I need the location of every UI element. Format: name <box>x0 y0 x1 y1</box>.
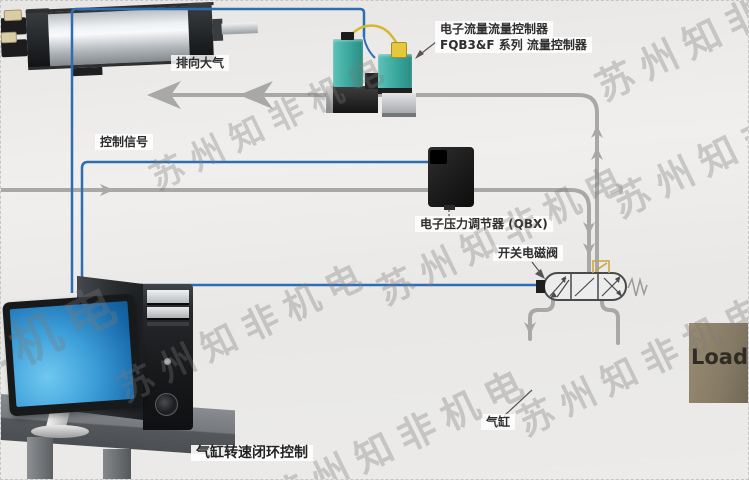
up-arrow-icon <box>591 125 603 138</box>
optical-drive <box>147 290 189 305</box>
down-arrow-icon <box>583 222 595 235</box>
flow-controller-valve-block <box>382 93 416 117</box>
tower-fan-button <box>155 393 178 416</box>
pressure-regulator-label: 电子压力调节器 (QBX) <box>415 216 553 232</box>
valve-to-cylinder-rod-line <box>600 298 620 345</box>
control-signal-label: 控制信号 <box>95 134 154 150</box>
pointer-arrow-icon <box>535 269 545 279</box>
power-button <box>164 358 171 365</box>
monitor <box>2 293 142 417</box>
supply-arrow-icon <box>100 184 114 196</box>
wire-cable-drop <box>363 36 376 59</box>
desk-leg <box>103 449 131 479</box>
control-signal-wires <box>70 7 539 293</box>
valve-to-cylinder-cap-line <box>528 298 555 341</box>
monitor-screen <box>9 301 135 407</box>
monitor-base <box>31 425 89 438</box>
valve-spring-icon <box>627 276 648 297</box>
flow-controller-coil-right <box>378 54 412 90</box>
down-arrow-icon <box>524 322 536 335</box>
desk-leg <box>27 437 53 479</box>
supply-line <box>1 188 591 273</box>
valve-solenoid-icon <box>592 260 610 273</box>
flow-controller-coil-left <box>333 39 363 87</box>
flow-controller-label-line2: FQB3&F 系列 流量控制器 <box>435 37 592 53</box>
wire-to-regulator <box>80 160 430 293</box>
pressure-regulator-connector <box>430 150 447 164</box>
valve-port-connector <box>536 280 545 293</box>
optical-drive <box>147 307 189 320</box>
pressure-regulator-port <box>444 205 455 210</box>
solenoid-valve-label: 开关电磁阀 <box>493 245 564 261</box>
exhaust-label: 排向大气 <box>171 55 230 71</box>
load-box: Load <box>689 323 748 403</box>
down-arrow-icon <box>583 243 595 256</box>
flow-controller-base-cap <box>326 86 333 113</box>
diagram-title: 气缸转速闭环控制 <box>191 445 313 461</box>
solenoid-valve-symbol <box>536 260 648 301</box>
wire-to-flow-controller <box>70 7 366 293</box>
yellow-connector <box>391 42 407 58</box>
flow-controller-top-cap <box>341 32 354 40</box>
exhaust-arrow-icon <box>239 81 273 109</box>
exhaust-line <box>159 93 599 273</box>
flow-controller-band <box>378 88 412 94</box>
load-label: Load <box>690 345 748 369</box>
pneumatic-lines <box>1 93 620 345</box>
exhaust-arrow-icon <box>147 81 181 109</box>
tower-vent <box>147 322 189 326</box>
flow-controller-link-block <box>365 73 379 89</box>
flow-controller-label-line1: 电子流量流量控制器 <box>435 21 554 37</box>
flow-arrows <box>100 81 603 335</box>
flow-controller-base <box>326 86 378 113</box>
up-arrow-icon <box>591 147 603 160</box>
pointer-arrow-icon <box>415 50 424 59</box>
cylinder-label: 气缸 <box>481 414 516 430</box>
